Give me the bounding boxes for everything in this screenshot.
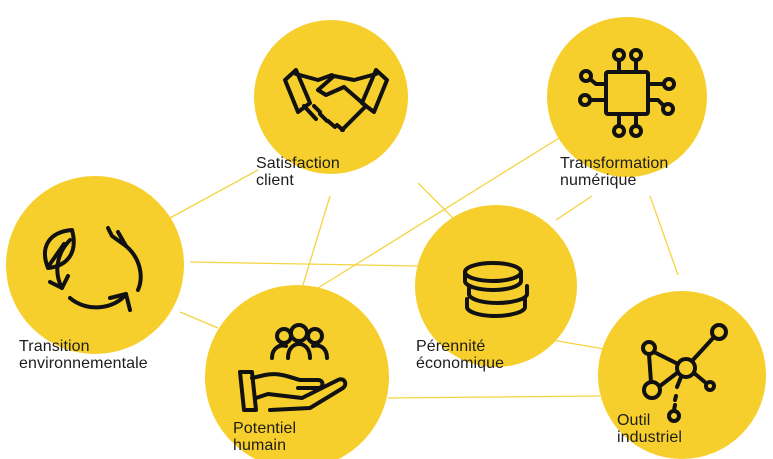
label-line: Potentiel [233,420,297,437]
perennite-economique-circle [415,205,577,367]
connector-line [317,124,581,289]
transition-environnementale-label: Transition environnementale [19,338,148,372]
connector-line [649,195,679,276]
potentiel-humain-label: Potentiel humain [233,420,296,454]
perennite-economique-label: Pérennité économique [416,338,504,372]
label-line: économique [416,355,505,372]
label-line: humain [233,437,287,454]
label-line: client [256,172,294,189]
label-line: Transition [19,338,90,355]
transformation-numerique-circle [547,17,707,177]
handshake-icon [283,68,389,132]
connector-line [302,195,331,286]
connector-line [189,261,419,267]
recycle-leaf-icon [43,226,143,312]
satisfaction-client-label: Satisfaction client [256,155,340,189]
connector-line [387,395,601,399]
hand-people-icon [238,323,348,412]
label-line: numérique [560,172,637,189]
connector-line [169,169,259,219]
label-line: environnementale [19,355,148,372]
transition-environnementale-circle [6,176,184,354]
connector-line [179,311,219,329]
label-line: Pérennité [416,338,486,355]
circles [6,17,766,459]
label-line: Transformation [560,155,669,172]
coin-stack-icon [463,261,529,318]
satisfaction-client-circle [254,20,408,174]
label-line: industriel [617,429,683,446]
label-line: Outil [617,412,651,429]
connector-line [555,195,593,221]
transformation-numerique-label: Transformation numérique [560,155,668,189]
circuit-chip-icon [578,48,676,138]
outil-industriel-label: Outil industriel [617,412,682,446]
label-line: Satisfaction [256,155,340,172]
connectors [169,124,679,399]
network-nodes-icon [641,323,728,423]
potentiel-humain-circle [205,285,389,459]
